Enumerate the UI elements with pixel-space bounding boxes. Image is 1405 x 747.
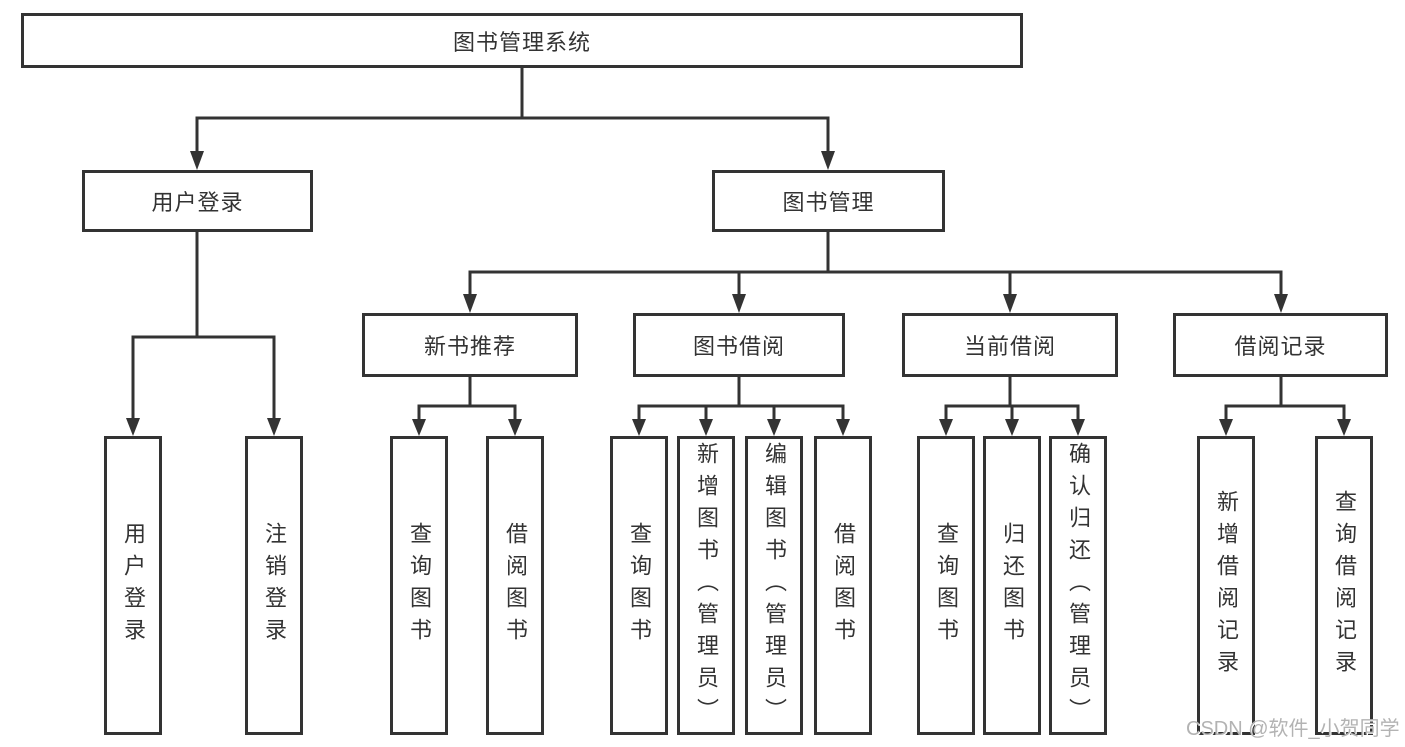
node-leaf-user-login: 用户登录 (104, 436, 162, 735)
node-leaf-return-books: 归还图书 (983, 436, 1041, 735)
node-leaf-borrow-books-1-label: 借阅图书 (503, 521, 528, 650)
node-leaf-query-borrow-record: 查询借阅记录 (1315, 436, 1373, 735)
node-leaf-add-books-admin: 新增图书（管理员） (677, 436, 735, 735)
node-leaf-query-books-2: 查询图书 (610, 436, 668, 735)
node-current-borrowing: 当前借阅 (902, 313, 1118, 377)
node-leaf-confirm-return-admin-label: 确认归还（管理员） (1066, 441, 1091, 730)
node-leaf-query-borrow-record-label: 查询借阅记录 (1332, 489, 1357, 682)
node-book-borrowing: 图书借阅 (633, 313, 845, 377)
node-root-label: 图书管理系统 (452, 29, 591, 55)
node-leaf-logout: 注销登录 (245, 436, 303, 735)
node-leaf-add-borrow-record-label: 新增借阅记录 (1214, 489, 1239, 682)
arrowhead-icons (126, 151, 1351, 436)
node-book-management-label: 图书管理 (782, 190, 875, 215)
node-leaf-add-borrow-record: 新增借阅记录 (1197, 436, 1255, 735)
node-borrow-records: 借阅记录 (1173, 313, 1388, 377)
watermark: CSDN @软件_小贺同学 (1186, 718, 1400, 740)
node-leaf-borrow-books-2-label: 借阅图书 (831, 521, 856, 650)
node-leaf-confirm-return-admin: 确认归还（管理员） (1049, 436, 1107, 735)
node-user-login: 用户登录 (82, 170, 313, 232)
node-leaf-add-books-admin-label: 新增图书（管理员） (694, 441, 719, 730)
node-leaf-query-books-1: 查询图书 (390, 436, 448, 735)
node-book-management: 图书管理 (712, 170, 945, 232)
node-borrow-records-label: 借阅记录 (1234, 334, 1327, 359)
node-leaf-return-books-label: 归还图书 (1000, 521, 1025, 650)
node-leaf-edit-books-admin: 编辑图书（管理员） (745, 436, 803, 735)
node-leaf-borrow-books-2: 借阅图书 (814, 436, 872, 735)
node-leaf-query-books-3: 查询图书 (917, 436, 975, 735)
node-new-book-recommend: 新书推荐 (362, 313, 578, 377)
node-leaf-borrow-books-1: 借阅图书 (486, 436, 544, 735)
node-leaf-query-books-2-label: 查询图书 (627, 521, 652, 650)
node-leaf-query-books-3-label: 查询图书 (934, 521, 959, 650)
node-current-borrowing-label: 当前借阅 (963, 334, 1056, 359)
node-leaf-query-books-1-label: 查询图书 (407, 521, 432, 650)
node-leaf-logout-label: 注销登录 (262, 521, 287, 650)
node-book-borrowing-label: 图书借阅 (692, 334, 785, 359)
node-user-login-label: 用户登录 (151, 190, 244, 215)
node-leaf-edit-books-admin-label: 编辑图书（管理员） (762, 441, 787, 730)
node-leaf-user-login-label: 用户登录 (121, 521, 146, 650)
node-root: 图书管理系统 (21, 13, 1023, 68)
node-new-book-recommend-label: 新书推荐 (423, 334, 516, 359)
